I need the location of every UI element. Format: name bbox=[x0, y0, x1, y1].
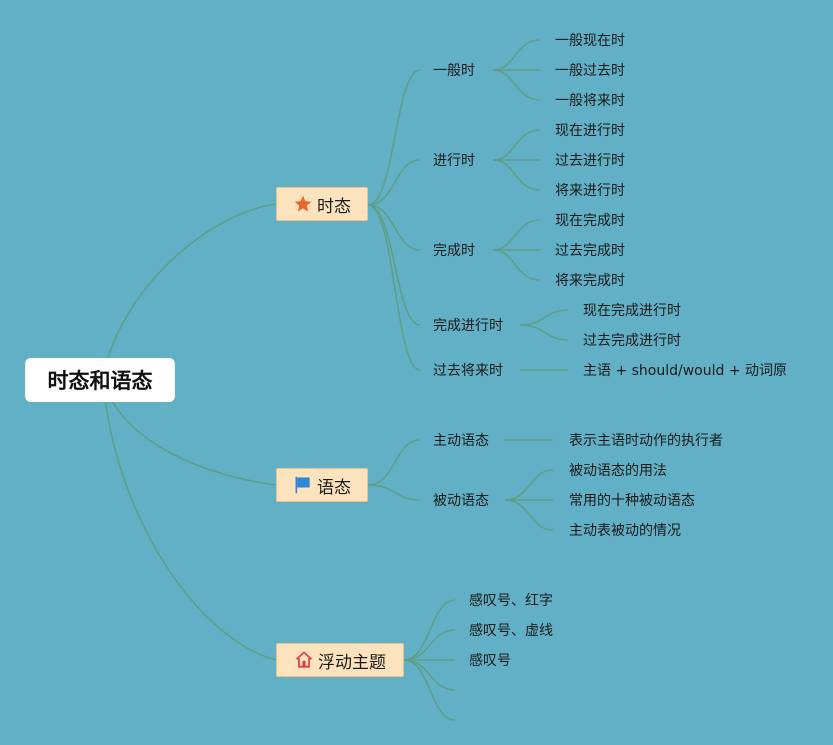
subtopic-general-tense[interactable]: 一般时 bbox=[433, 63, 475, 79]
topic-tense-label: 时态 bbox=[317, 196, 351, 217]
leaf-future-in-past-form[interactable]: 主语 + should/would + 动词原 bbox=[583, 363, 788, 379]
leaf-simple-present[interactable]: 一般现在时 bbox=[555, 33, 625, 49]
leaf-present-perfect-progressive[interactable]: 现在完成进行时 bbox=[583, 303, 681, 319]
subtopic-perfect-progressive-tense[interactable]: 完成进行时 bbox=[433, 318, 503, 334]
leaf-present-progressive[interactable]: 现在进行时 bbox=[555, 123, 625, 139]
leaf-simple-future[interactable]: 一般将来时 bbox=[555, 93, 625, 109]
root-topic[interactable]: 时态和语态 bbox=[25, 358, 175, 402]
home-icon bbox=[294, 650, 314, 670]
topic-voice[interactable]: 语态 bbox=[276, 468, 368, 502]
leaf-future-progressive[interactable]: 将来进行时 bbox=[555, 183, 625, 199]
leaf-active-as-passive[interactable]: 主动表被动的情况 bbox=[569, 523, 681, 539]
leaf-past-perfect-progressive[interactable]: 过去完成进行时 bbox=[583, 333, 681, 349]
root-topic-label: 时态和语态 bbox=[47, 369, 153, 393]
topic-tense[interactable]: 时态 bbox=[276, 187, 368, 221]
leaf-simple-past[interactable]: 一般过去时 bbox=[555, 63, 625, 79]
leaf-ten-passive-forms[interactable]: 常用的十种被动语态 bbox=[569, 493, 695, 509]
leaf-present-perfect[interactable]: 现在完成时 bbox=[555, 213, 625, 229]
link-voice-passive bbox=[367, 484, 421, 501]
subtopic-progressive-tense[interactable]: 进行时 bbox=[433, 153, 475, 169]
flag-icon bbox=[293, 475, 313, 495]
leaf-past-perfect[interactable]: 过去完成时 bbox=[555, 243, 625, 259]
star-icon bbox=[293, 194, 313, 214]
link-tense-future-in-past bbox=[367, 204, 421, 371]
link-tense-progressive bbox=[367, 159, 421, 206]
subtopic-active-voice[interactable]: 主动语态 bbox=[433, 433, 489, 449]
link-tense-perfect-progressive bbox=[367, 204, 421, 326]
topic-floating[interactable]: 浮动主题 bbox=[276, 643, 404, 677]
topic-floating-label: 浮动主题 bbox=[318, 652, 386, 673]
leaf-active-voice-meaning[interactable]: 表示主语时动作的执行者 bbox=[569, 433, 723, 449]
subtopic-passive-voice[interactable]: 被动语态 bbox=[433, 493, 489, 509]
leaf-passive-usage[interactable]: 被动语态的用法 bbox=[569, 463, 667, 479]
link-tense-general bbox=[367, 69, 421, 206]
link-voice-active bbox=[367, 439, 421, 486]
leaf-exclamation[interactable]: 感叹号 bbox=[469, 653, 511, 669]
leaf-future-perfect[interactable]: 将来完成时 bbox=[555, 273, 625, 289]
link-root-tense bbox=[102, 203, 277, 381]
topic-voice-label: 语态 bbox=[317, 477, 351, 498]
link-root-floating bbox=[102, 379, 277, 661]
subtopic-perfect-tense[interactable]: 完成时 bbox=[433, 243, 475, 259]
leaf-exclamation-red-text[interactable]: 感叹号、红字 bbox=[469, 593, 553, 609]
leaf-past-progressive[interactable]: 过去进行时 bbox=[555, 153, 625, 169]
leaf-exclamation-dashed[interactable]: 感叹号、虚线 bbox=[469, 623, 553, 639]
link-tense-perfect bbox=[367, 204, 421, 251]
subtopic-future-in-past-tense[interactable]: 过去将来时 bbox=[433, 363, 503, 379]
